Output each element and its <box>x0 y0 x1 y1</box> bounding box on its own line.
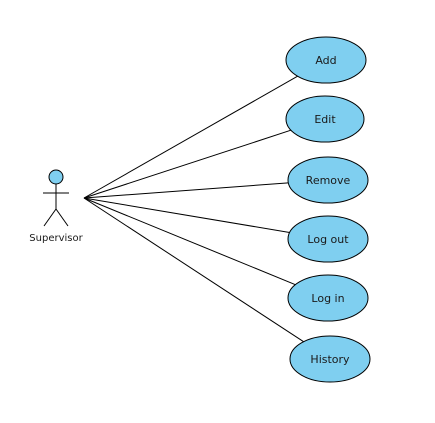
use-case-label: Log out <box>307 233 349 246</box>
actor-right-leg <box>55 208 69 227</box>
association-line-edit <box>83 129 292 199</box>
actor-supervisor[interactable]: Supervisor <box>29 169 84 244</box>
actor-left-leg <box>43 208 57 227</box>
association-line-log-in <box>83 197 296 286</box>
use-case-ellipse <box>285 95 365 143</box>
association-line-add <box>83 75 298 199</box>
actor-head <box>48 169 64 185</box>
use-case-ellipse <box>289 335 371 383</box>
use-case-label: Add <box>315 54 336 67</box>
association-line-history <box>83 197 304 343</box>
associations <box>83 75 304 343</box>
use-case-log-out[interactable]: Log out <box>287 215 369 263</box>
use-case-ellipse <box>287 156 369 204</box>
use-case-history[interactable]: History <box>289 335 371 383</box>
use-case-log-in[interactable]: Log in <box>287 274 369 322</box>
association-line-log-out <box>83 197 290 233</box>
use-case-label: History <box>310 353 350 366</box>
use-case-remove[interactable]: Remove <box>287 156 369 204</box>
use-case-ellipse <box>285 36 367 84</box>
use-case-ellipse <box>287 215 369 263</box>
use-case-edit[interactable]: Edit <box>285 95 365 143</box>
use-case-label: Edit <box>314 113 336 126</box>
use-case-label: Remove <box>306 174 351 187</box>
association-line-remove <box>83 182 289 199</box>
use-case-add[interactable]: Add <box>285 36 367 84</box>
use-case-ellipse <box>287 274 369 322</box>
actor-name: Supervisor <box>29 233 83 244</box>
use-case-label: Log in <box>311 292 344 305</box>
